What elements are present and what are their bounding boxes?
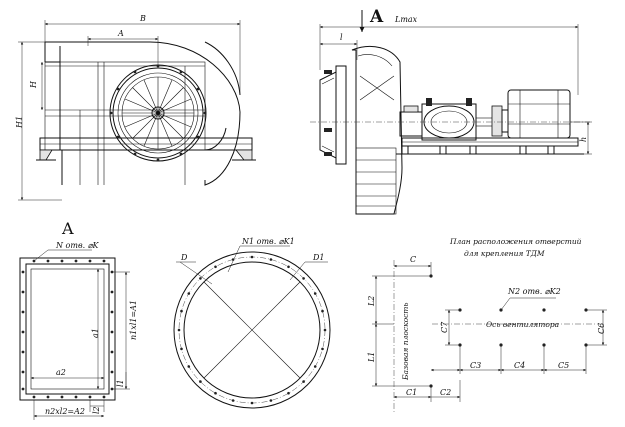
dim-lmax: Lmax <box>394 15 418 24</box>
dim-c: C <box>410 255 416 264</box>
ring-d: D <box>180 253 188 262</box>
dim-c7: C7 <box>440 321 449 333</box>
dim-c3: C3 <box>470 361 481 370</box>
ring-holes: N1 отв. ⌀K1 <box>241 237 295 246</box>
dim-n1-l1: n1xl1=A1 <box>129 300 138 340</box>
dim-h1: H1 <box>15 116 24 129</box>
fan-axis-label: Ось вентилятора <box>486 320 559 329</box>
dim-c2: C2 <box>440 388 451 397</box>
dim-c4: C4 <box>514 361 525 370</box>
view-a-holes: N отв. ⌀K <box>55 241 100 250</box>
dim-n2-l2: n2xl2=A2 <box>45 407 85 416</box>
dim-l: l <box>340 33 343 42</box>
hole-plan: План расположения отверстий для креплени… <box>367 237 607 412</box>
side-view: A Lmax l <box>310 7 592 215</box>
dim-b: B <box>139 14 146 23</box>
flange-ring: N1 отв. ⌀K1 D D1 <box>173 237 331 409</box>
dim-c6: C6 <box>597 323 606 334</box>
view-a: A N отв. ⌀K a1 n1xl1=A1 a2 l1 l2 <box>19 219 138 420</box>
dim-l1: l1 <box>116 379 125 387</box>
ring-d1: D1 <box>312 253 325 262</box>
base-plane-label: Базовая плоскость <box>401 303 410 382</box>
dim-c5: C5 <box>558 361 569 370</box>
view-a-title: A <box>61 219 74 238</box>
hole-plan-title-1: План расположения отверстий <box>449 237 582 246</box>
dim-a2: a2 <box>56 368 66 377</box>
view-mark-a: A <box>369 7 384 27</box>
dim-l1-plan: L1 <box>367 352 376 363</box>
front-view: B A H H1 <box>15 14 256 201</box>
dim-h-side: h <box>579 137 588 142</box>
dim-a1: a1 <box>91 328 100 338</box>
dim-h: H <box>29 80 38 89</box>
dim-a: A <box>117 29 124 38</box>
dim-c1: C1 <box>406 388 417 397</box>
dim-l2: l2 <box>92 406 101 414</box>
dim-l2-plan: L2 <box>367 296 376 307</box>
hole-plan-title-2: для крепления ТДМ <box>464 249 545 258</box>
hole-plan-holes: N2 отв. ⌀K2 <box>507 287 561 296</box>
